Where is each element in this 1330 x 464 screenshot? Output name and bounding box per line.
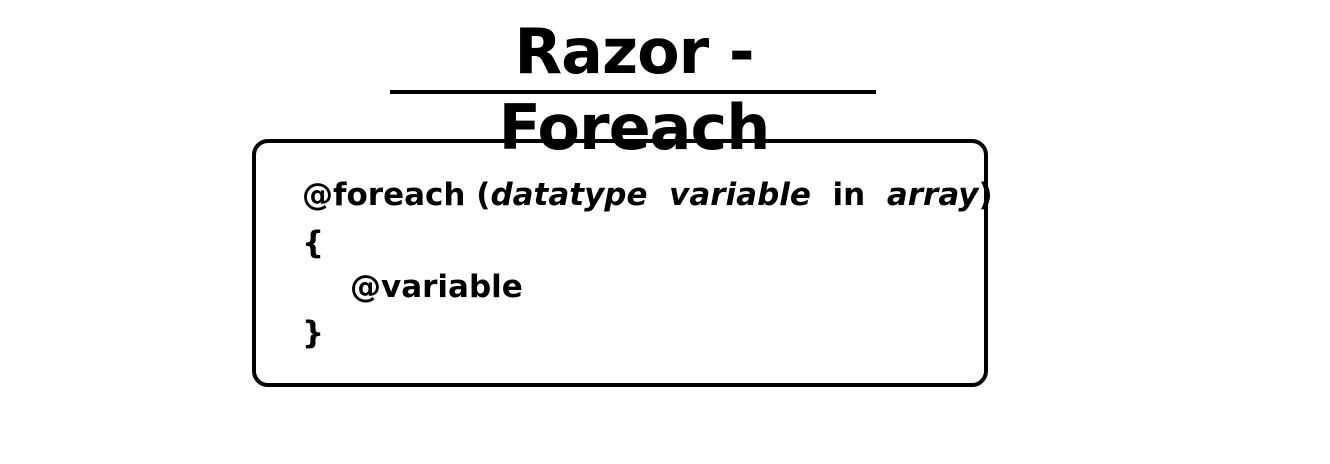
variable-token: variable — [669, 177, 811, 213]
code-box: @foreach (datatype variable in array) { … — [252, 139, 993, 387]
array-token: array — [886, 177, 979, 213]
code-line-foreach: @foreach (datatype variable in array) — [302, 175, 993, 215]
in-keyword: in — [832, 177, 866, 213]
title: Razor - Foreach — [498, 15, 771, 164]
foreach-keyword: @foreach — [302, 177, 466, 213]
open-brace: { — [302, 225, 325, 261]
body-variable: @variable — [350, 269, 523, 305]
close-brace: } — [302, 315, 325, 351]
close-paren: ) — [978, 177, 993, 213]
title-underline — [390, 90, 876, 94]
datatype-token: datatype — [490, 177, 648, 213]
open-paren: ( — [476, 177, 491, 213]
